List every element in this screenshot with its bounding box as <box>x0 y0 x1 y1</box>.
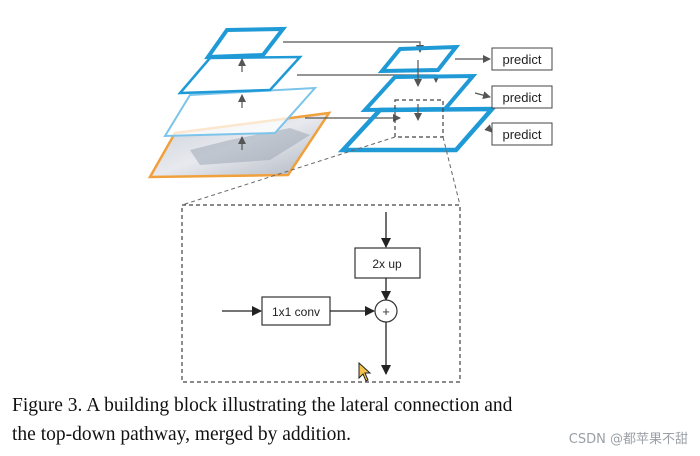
bottom-up-pyramid <box>147 26 332 179</box>
caption-line-2: the top-down pathway, merged by addition… <box>12 424 352 445</box>
predict-box <box>491 122 553 146</box>
input-image-detail <box>190 128 310 165</box>
zoom-connectors <box>181 136 461 206</box>
figure-caption: Figure 3. A building block illustrating … <box>12 391 700 449</box>
predict-label: predict <box>502 90 541 105</box>
feature-level-3 <box>177 55 303 95</box>
top-down-pyramid <box>337 44 498 153</box>
predict-box <box>491 85 553 109</box>
fpn-figure: predict predict predict 2x up 1x1 conv + <box>147 26 553 383</box>
upsample-box <box>354 247 421 279</box>
top-down-level-3 <box>337 106 498 153</box>
predict-box <box>491 47 553 71</box>
feature-level-4 <box>204 26 288 60</box>
predict-label: predict <box>502 52 541 67</box>
predict-boxes: predict predict predict <box>491 47 553 146</box>
lateral-connections <box>283 41 440 122</box>
upsample-label: 2x up <box>372 257 402 271</box>
predict-label: predict <box>502 127 541 142</box>
watermark-text: CSDN @都苹果不甜 <box>568 432 688 447</box>
building-block-frame <box>181 204 461 383</box>
highlight-box <box>394 99 444 138</box>
mouse-cursor-icon <box>358 362 372 382</box>
conv-box <box>261 296 331 326</box>
add-symbol: + <box>382 304 390 319</box>
feature-level-2 <box>163 86 318 138</box>
conv-label: 1x1 conv <box>272 305 320 319</box>
top-down-level-4 <box>360 73 478 113</box>
building-block-detail: 2x up 1x1 conv + <box>181 204 461 383</box>
caption-line-1: Figure 3. A building block illustrating … <box>12 395 513 416</box>
top-down-level-5 <box>377 44 461 74</box>
